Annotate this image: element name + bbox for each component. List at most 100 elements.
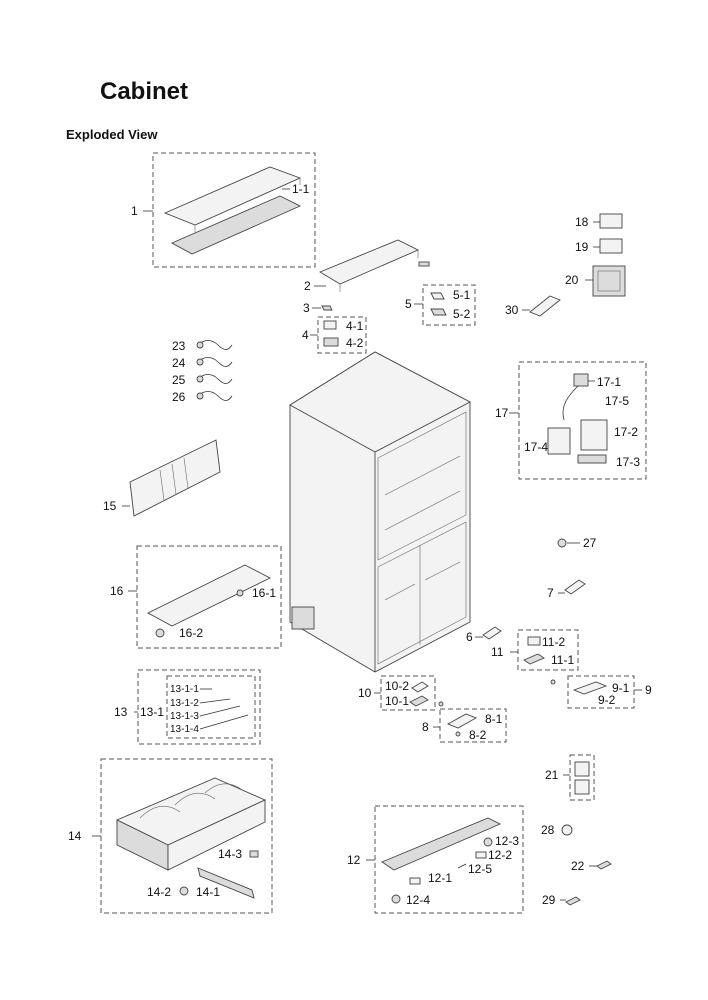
callout-13-1: 13-1 bbox=[140, 705, 164, 719]
callout-8-1: 8-1 bbox=[485, 712, 503, 726]
callout-19: 19 bbox=[575, 240, 589, 254]
rear-cover-15[interactable] bbox=[129, 439, 221, 517]
hinge-7[interactable] bbox=[564, 579, 586, 595]
callout-17-5: 17-5 bbox=[605, 394, 629, 408]
callout-4-1: 4-1 bbox=[346, 319, 364, 333]
group-13-outer-frame bbox=[137, 669, 261, 745]
main-cabinet bbox=[289, 351, 471, 673]
part-21-upper[interactable] bbox=[574, 761, 590, 777]
callout-14-2: 14-2 bbox=[147, 885, 171, 899]
top-cover-insulation[interactable] bbox=[170, 195, 302, 255]
group-9-frame bbox=[567, 675, 635, 709]
callout-21: 21 bbox=[545, 768, 559, 782]
cable-26[interactable] bbox=[197, 391, 233, 401]
part-16-1[interactable] bbox=[236, 589, 244, 597]
callout-14-1: 14-1 bbox=[196, 885, 220, 899]
part-4-2[interactable] bbox=[323, 337, 339, 347]
cable-24[interactable] bbox=[197, 357, 233, 367]
part-21-lower[interactable] bbox=[574, 779, 590, 795]
group-21-frame bbox=[569, 754, 595, 801]
cap-28[interactable] bbox=[561, 824, 573, 836]
group-11-frame bbox=[517, 629, 579, 671]
part-8-1[interactable] bbox=[446, 713, 478, 729]
callout-11: 11 bbox=[491, 645, 504, 659]
part-group-12: 12 12-3 12-2 12-5 12-1 12-4 bbox=[347, 805, 524, 914]
part-12-main-rail[interactable] bbox=[381, 817, 502, 871]
cable-25[interactable] bbox=[197, 374, 233, 384]
part-group-9: 9 9-1 9-2 bbox=[550, 675, 652, 709]
callout-12-1: 12-1 bbox=[428, 871, 452, 885]
callout-2: 2 bbox=[304, 279, 311, 293]
group-12-frame bbox=[374, 805, 524, 914]
top-bracket[interactable] bbox=[318, 239, 420, 285]
part-17-1-wire bbox=[562, 385, 579, 421]
cable-23[interactable] bbox=[197, 340, 233, 350]
part-8-2[interactable] bbox=[455, 731, 461, 737]
part-10-2[interactable] bbox=[411, 681, 429, 693]
callout-9: 9 bbox=[645, 683, 652, 697]
part-11-1[interactable] bbox=[523, 653, 545, 665]
callout-18: 18 bbox=[575, 215, 589, 229]
part-30: 30 bbox=[505, 295, 561, 317]
part-5-2[interactable] bbox=[430, 308, 447, 316]
fitting-22[interactable] bbox=[596, 860, 612, 870]
part-17-1[interactable] bbox=[573, 373, 589, 387]
callout-13-1-1: 13-1-1 bbox=[170, 684, 199, 695]
screw-9[interactable] bbox=[550, 679, 556, 685]
callout-12-2: 12-2 bbox=[488, 848, 512, 862]
part-10-1[interactable] bbox=[409, 695, 429, 707]
callout-20: 20 bbox=[565, 273, 579, 287]
group-10-frame bbox=[380, 675, 436, 711]
callout-10: 10 bbox=[358, 686, 372, 700]
callout-12: 12 bbox=[347, 853, 361, 867]
part-11-2[interactable] bbox=[527, 636, 541, 646]
part-12-5[interactable] bbox=[457, 863, 467, 869]
part-4-1[interactable] bbox=[323, 320, 337, 330]
side-port-panel[interactable] bbox=[291, 606, 315, 630]
callout-22: 22 bbox=[571, 859, 585, 873]
part-group-1: 1 1-1 bbox=[131, 152, 316, 268]
hinge-19[interactable] bbox=[599, 238, 623, 254]
part-12-2[interactable] bbox=[475, 851, 487, 859]
part-19: 19 bbox=[575, 238, 623, 254]
callout-30: 30 bbox=[505, 303, 519, 317]
callout-13: 13 bbox=[114, 705, 128, 719]
part-18: 18 bbox=[575, 213, 623, 229]
part-17-2[interactable] bbox=[580, 419, 608, 451]
part-17-4[interactable] bbox=[547, 427, 571, 455]
part-14-3[interactable] bbox=[249, 850, 259, 858]
part-17-3[interactable] bbox=[577, 454, 607, 464]
screw-10[interactable] bbox=[438, 701, 444, 707]
hinge-6[interactable] bbox=[482, 626, 502, 640]
part-12-1[interactable] bbox=[409, 877, 421, 885]
part-30-block[interactable] bbox=[529, 295, 561, 317]
callout-16-2: 16-2 bbox=[179, 626, 203, 640]
part-14-2[interactable] bbox=[179, 886, 189, 896]
part-3: 3 bbox=[303, 301, 333, 315]
part-27: 27 bbox=[557, 536, 597, 550]
part-group-11: 11 11-2 11-1 bbox=[491, 629, 579, 671]
cabinet-top-face bbox=[289, 351, 471, 453]
part-group-21: 21 bbox=[545, 754, 595, 801]
part-12-3[interactable] bbox=[483, 837, 493, 847]
bracket-screw[interactable] bbox=[418, 261, 430, 267]
callout-3: 3 bbox=[303, 301, 310, 315]
part-5-1[interactable] bbox=[430, 292, 445, 300]
part-15: 15 bbox=[103, 439, 221, 517]
clip-3[interactable] bbox=[321, 305, 333, 311]
callout-17-1: 17-1 bbox=[597, 375, 621, 389]
callout-5-2: 5-2 bbox=[453, 307, 471, 321]
callout-17-2: 17-2 bbox=[614, 425, 638, 439]
upper-compartment bbox=[377, 411, 467, 561]
page-title: Cabinet bbox=[100, 78, 189, 105]
part-group-4: 4 4-1 4-2 bbox=[302, 316, 367, 354]
cap-27[interactable] bbox=[557, 538, 567, 548]
part-16-2[interactable] bbox=[155, 628, 165, 638]
hinge-18[interactable] bbox=[599, 213, 623, 229]
part-12-4[interactable] bbox=[391, 894, 401, 904]
part-group-5: 5 5-1 5-2 bbox=[405, 284, 476, 326]
fitting-29[interactable] bbox=[565, 896, 581, 906]
base-plate-16[interactable] bbox=[147, 564, 271, 627]
part-14-1[interactable] bbox=[197, 867, 255, 899]
part-9-1[interactable] bbox=[572, 681, 608, 695]
